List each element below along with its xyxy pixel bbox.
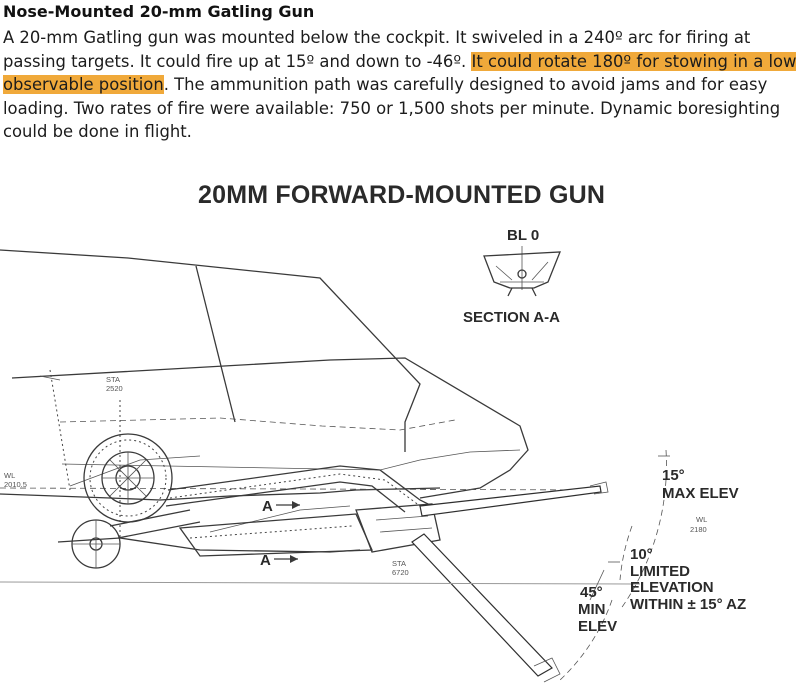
fuselage-upper <box>11 357 529 499</box>
feed-chute-upper <box>167 465 441 511</box>
structure-lines <box>69 455 351 533</box>
sta-upper-label-1: STA <box>106 375 120 384</box>
sta-lower-label-2: 6720 <box>392 568 409 577</box>
section-a-a-label: SECTION A-A <box>463 309 560 326</box>
section-a-a-inset: BL 0 SECTION A-A <box>463 227 561 326</box>
wl-left-label-1: WL <box>4 471 15 480</box>
nose-gear <box>71 509 201 569</box>
section-arrowhead-upper <box>292 501 300 509</box>
wl-pointer <box>39 375 61 381</box>
section-marker-upper: A <box>262 498 273 515</box>
min-elev-label-1: MIN <box>578 601 606 618</box>
section-outline <box>483 251 561 289</box>
gun-breech-detail <box>375 515 433 533</box>
article-paragraph: A 20-mm Gatling gun was mounted below th… <box>3 26 796 144</box>
gun-breech <box>355 503 441 553</box>
max-elev-label: MAX ELEV <box>662 485 739 502</box>
wl-left-label-2: 2010.5 <box>4 480 27 489</box>
muzzle-upper <box>589 481 609 495</box>
section-arrowhead-lower <box>290 555 298 563</box>
paragraph-line-2-text: passing targets. It could fire up at 15º… <box>3 51 472 71</box>
limited-label-3: WITHIN ± 15° AZ <box>630 596 746 613</box>
paragraph-line-4: loading. Two rates of fire were availabl… <box>3 98 781 118</box>
gun-housing-detail <box>189 525 353 539</box>
feed-chute-lower <box>165 481 406 513</box>
drum-spokes <box>102 452 154 504</box>
paragraph-line-5: could be done in flight. <box>3 122 192 142</box>
reference-line <box>59 417 456 431</box>
gun-barrel-min-elev <box>411 533 553 677</box>
paragraph-line-3: observable position. The ammunition path… <box>3 73 785 97</box>
limited-value: 10° <box>630 546 653 563</box>
sta-upper-label-2: 2520 <box>106 384 123 393</box>
section-mount <box>507 287 537 297</box>
figure-title: 20MM FORWARD-MOUNTED GUN <box>198 181 605 209</box>
gun-housing <box>178 513 373 557</box>
paragraph-line-2: passing targets. It could fire up at 15º… <box>3 50 796 74</box>
article-heading: Nose-Mounted 20-mm Gatling Gun <box>3 2 315 21</box>
fuselage-line <box>61 449 521 471</box>
bl-label: BL 0 <box>507 227 539 244</box>
fuselage-bottom <box>57 537 361 553</box>
wl-right-label-1: WL <box>696 515 707 524</box>
sta-lower-label-1: STA <box>392 559 406 568</box>
limited-elev-arc <box>619 525 633 581</box>
muzzle-lower <box>533 657 561 683</box>
drum-rounds <box>89 439 167 517</box>
canopy-outline <box>0 249 421 452</box>
ammunition-drum <box>83 433 173 523</box>
paragraph-line-3-text: . The ammunition path was carefully desi… <box>163 75 768 95</box>
fuselage-upper-lower <box>0 487 441 501</box>
max-elev-arc <box>619 449 667 611</box>
highlighted-text: It could rotate 180º for stowing in a lo… <box>471 51 796 71</box>
limited-label-1: LIMITED <box>630 563 690 580</box>
paragraph-line-1: A 20-mm Gatling gun was mounted below th… <box>3 28 751 47</box>
station-line-left <box>49 369 71 491</box>
highlighted-text: observable position <box>3 75 164 95</box>
gun-barrel-section <box>517 269 527 279</box>
gear-strut <box>109 509 201 539</box>
section-detail <box>495 261 549 283</box>
limited-label-2: ELEVATION <box>630 579 714 596</box>
gun-installation-diagram: 20MM FORWARD-MOUNTED GUN BL 0 SECTION A-… <box>0 181 746 683</box>
canopy-frame <box>195 265 236 423</box>
waterline-left <box>0 487 601 491</box>
min-elev-value: 45° <box>580 584 603 601</box>
ground-line <box>0 581 641 585</box>
section-marker-lower: A <box>260 552 271 569</box>
min-elev-pointer <box>589 569 605 601</box>
gun-barrel-max-elev <box>419 485 602 517</box>
max-elev-value: 15° <box>662 467 685 484</box>
feed-chute-rounds <box>169 473 421 507</box>
nose-wheel-spokes <box>72 520 120 568</box>
wl-right-label-2: 2180 <box>690 525 707 534</box>
min-elev-label-2: ELEV <box>578 618 617 635</box>
